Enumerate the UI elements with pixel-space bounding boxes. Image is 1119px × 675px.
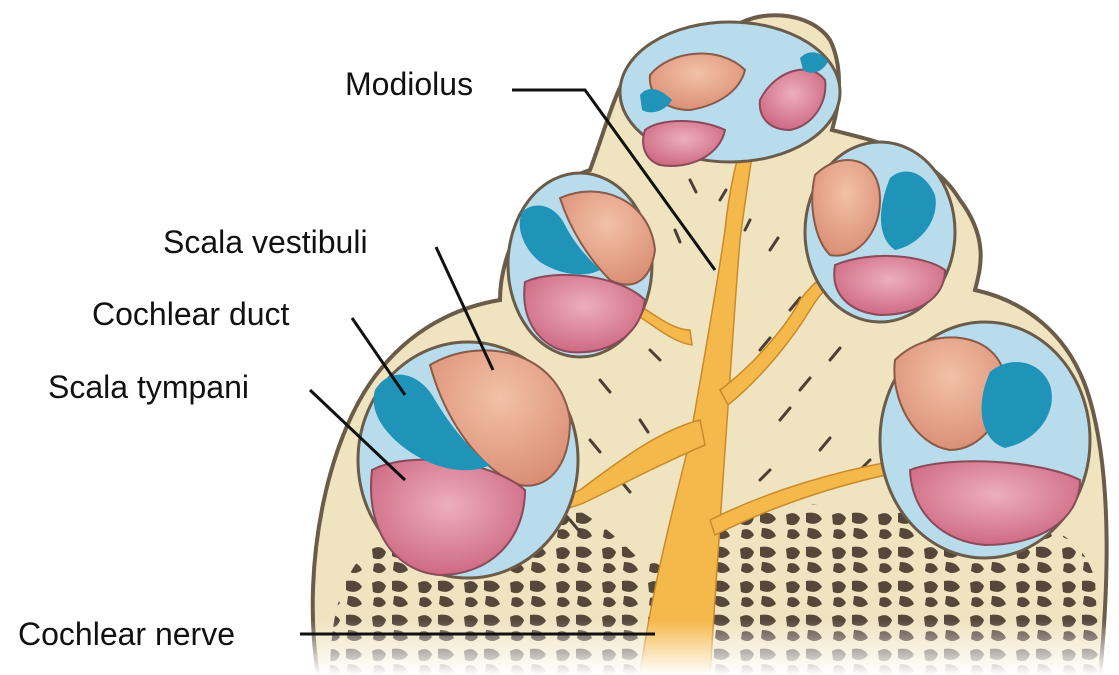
- modiolus-label: Modiolus: [345, 66, 473, 102]
- right-middle-turn: [805, 142, 955, 322]
- scala-vestibuli-label: Scala vestibuli: [163, 224, 368, 260]
- left-middle-turn: [508, 173, 655, 357]
- cochlear-duct-label: Cochlear duct: [92, 296, 290, 332]
- cochlear-nerve-label: Cochlear nerve: [18, 616, 235, 652]
- left-basal-turn: [358, 342, 578, 578]
- scala-tympani-label: Scala tympani: [48, 369, 249, 405]
- right-basal-turn: [880, 322, 1090, 558]
